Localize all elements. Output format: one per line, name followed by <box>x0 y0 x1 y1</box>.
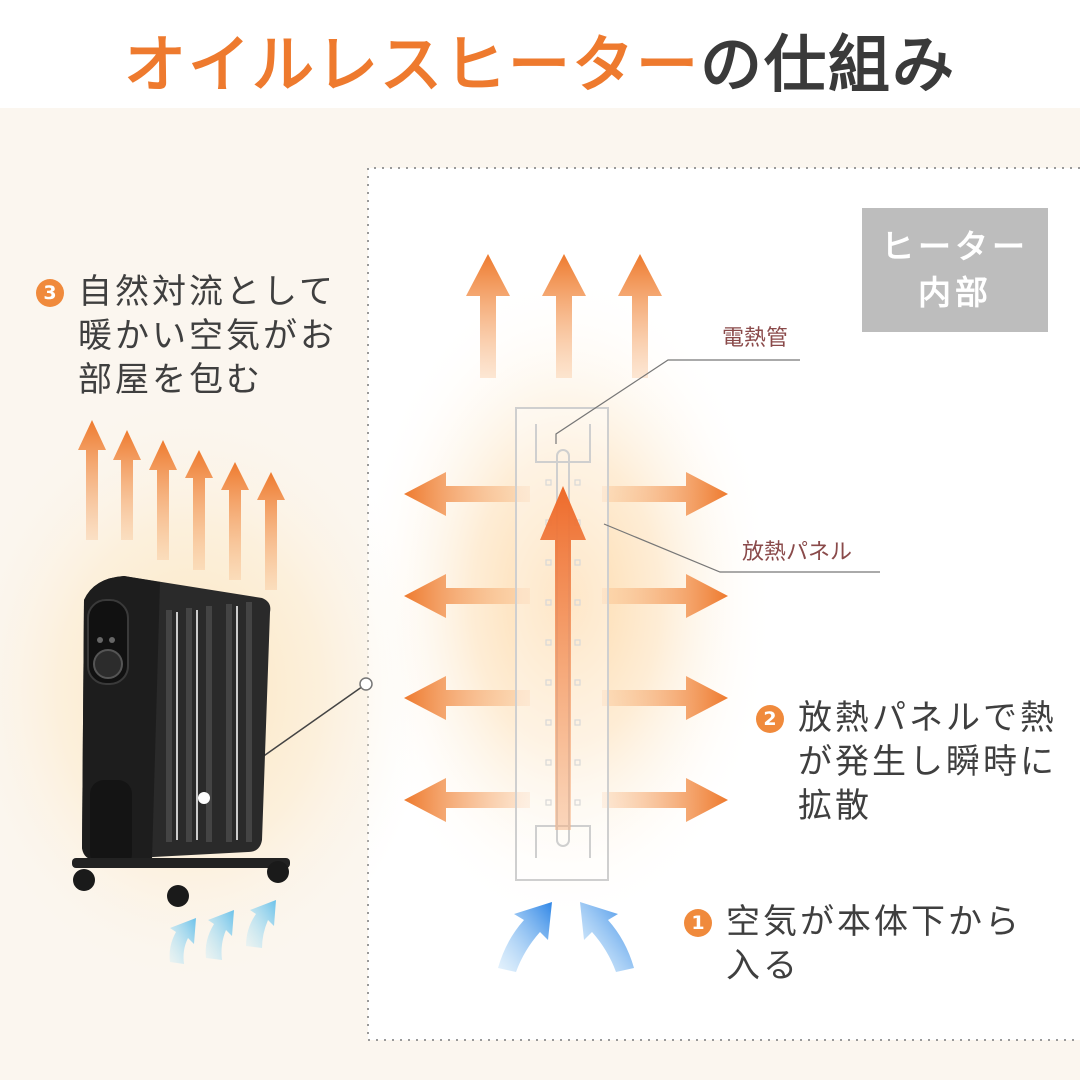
step-1-line1: 空気が本体下から <box>726 902 1022 942</box>
step-1-number: 1 <box>684 909 712 937</box>
heater-inside-line1: ヒーター <box>881 227 1029 266</box>
step-2-line3: 拡散 <box>798 786 872 826</box>
heating-tube-leader <box>555 359 800 444</box>
cold-air-arrows-left <box>169 900 276 964</box>
step-3-text: 3 自然対流として 暖かい空気がお 部屋を包む <box>36 270 337 402</box>
title-highlight: オイルレスヒーター <box>123 28 700 101</box>
heater-cross-section <box>515 407 609 881</box>
step-3-line3: 部屋を包む <box>78 360 263 400</box>
step-2-text: 2 放熱パネルで熱 が発生し瞬時に 拡散 <box>756 696 1057 828</box>
heating-tube-label: 電熱管 <box>722 326 789 351</box>
step-2-number: 2 <box>756 705 784 733</box>
radiator-panel-label: 放熱パネル <box>742 540 853 565</box>
title-rest: の仕組み <box>700 28 957 101</box>
step-3-line2: 暖かい空気がお <box>78 316 337 356</box>
hot-air-arrows-top <box>466 254 662 378</box>
hot-air-arrows-left <box>78 420 285 590</box>
cold-air-arrows-right <box>498 902 634 972</box>
step-2-line2: が発生し瞬時に <box>798 742 1057 782</box>
header-band <box>0 0 1080 108</box>
step-3-line1: 自然対流として <box>78 272 336 312</box>
heating-flow-arrow <box>540 486 586 830</box>
step-1-text: 1 空気が本体下から 入る <box>684 900 1022 988</box>
heater-inside-badge: ヒーター 内部 <box>862 208 1048 332</box>
page-title: オイルレスヒーターの仕組み <box>0 14 1080 104</box>
step-3-number: 3 <box>36 279 64 307</box>
heater-inside-line2: 内部 <box>918 273 992 312</box>
radiator-panel-leader <box>603 523 880 573</box>
connector-dot <box>359 677 373 691</box>
hot-air-arrows-sides <box>404 472 728 822</box>
step-1-line2: 入る <box>726 946 800 986</box>
oil-less-heater-illustration <box>72 576 290 907</box>
step-2-line1: 放熱パネルで熱 <box>798 698 1057 738</box>
